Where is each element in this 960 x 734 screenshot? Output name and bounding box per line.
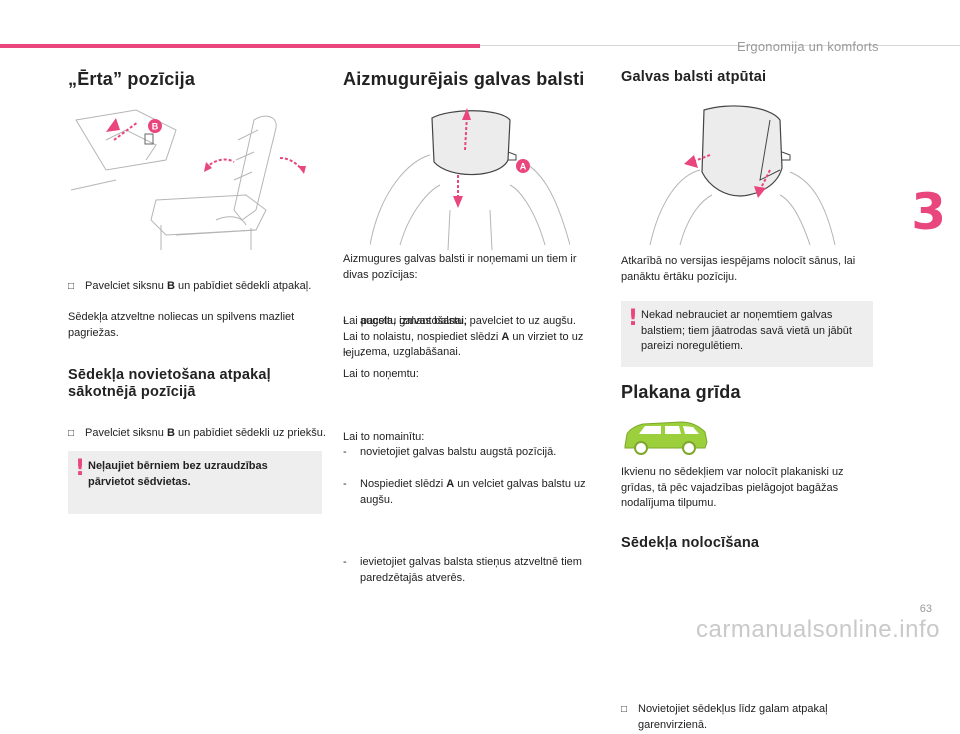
page-number: 63 (919, 603, 932, 615)
comfort-headrest-illustration (649, 105, 836, 246)
header-rule (480, 45, 960, 46)
headrest-illustration: A (370, 108, 570, 250)
para-flat-floor: Ikvienu no sēdekļiem var nolocīt plakani… (621, 466, 844, 510)
para-fold-sides: Atkarībā no versijas iespējams nolocīt s… (621, 255, 856, 283)
bullet-pull-strap-forward: □ Pavelciet siksnu B un pabīdiet sēdekli… (68, 426, 339, 442)
warning-box-children: ! Neļaujiet bērniem bez uzraudzības pārv… (68, 451, 322, 514)
subtitle-seat-folding: Sēdekļa nolocīšana (621, 535, 760, 551)
title-comfort-position: „Ērta” pozīcija (68, 69, 196, 89)
dash-insert-rods: -ievietojiet galvas balsta stieņus atzve… (343, 556, 582, 584)
warning-box-headrests: ! Nekad nebrauciet ar noņemtiem galvas b… (621, 301, 873, 367)
header-accent-bar (0, 44, 480, 48)
title-rear-headrests: Aizmugurējais galvas balsti (343, 69, 585, 89)
dash-press-button: -Nospiediet slēdzi A un velciet galvas b… (343, 477, 586, 506)
watermark: carmanualsonline.info (696, 616, 940, 643)
checkbox-bullet-icon: □ (68, 281, 75, 292)
checkbox-bullet-icon: □ (68, 427, 75, 439)
marker-a-label: A (520, 162, 527, 172)
warning-headrests-text: Nekad nebrauciet ar noņemtiem galvas bal… (641, 309, 852, 353)
warning-children-text: Neļaujiet bērniem bez uzraudzības pārvie… (88, 460, 268, 488)
dash-set-high: -novietojiet galvas balstu augstā pozīci… (343, 446, 557, 459)
title-flat-floor: Plakana grīda (621, 382, 741, 402)
bullet-move-seats-back: □ Novietojiet sēdekļus līdz galam atpaka… (621, 703, 828, 731)
checkbox-bullet-icon: □ (621, 704, 628, 716)
title-comfort-headrests: Galvas balsti atpūtai (621, 69, 767, 85)
marker-b-label: B (152, 122, 159, 132)
dash-low-position: -zema, uzglabāšanai. (343, 345, 461, 358)
dash-high-position: -augsta, izmantošanai; (343, 315, 468, 328)
para-backrest-tilts: Sēdekļa atzveltne noliecas un spilvens m… (68, 311, 295, 339)
car-icon (624, 421, 708, 455)
marker-b-icon (148, 119, 162, 133)
bullet-pull-strap: □ Pavelciet siksnu B un pabīdiet sēdekli… (68, 279, 339, 295)
exclamation-icon: ! (628, 306, 639, 331)
para-headrest-intro: Aizmugures galvas balsti ir noņemami un … (343, 253, 577, 281)
exclamation-icon: ! (75, 456, 86, 481)
para-lower-headrest: Lai to nolaistu, nospiediet slēdzi A un … (343, 331, 584, 359)
section-title: Ergonomija un komforts (737, 39, 879, 54)
chapter-number: 3 (911, 183, 946, 241)
subtitle-return-seat: Sēdekļa novietošana atpakaļ sākotnējā po… (68, 367, 271, 400)
refit-title: Lai to nomainītu: (343, 431, 425, 443)
remove-title: Lai to noņemtu: (343, 368, 419, 380)
para-raise-headrest: Lai paceltu galvas balstu, pavelciet to … (343, 315, 576, 327)
seat-illustration: B (70, 109, 306, 250)
marker-a-icon (516, 159, 530, 173)
